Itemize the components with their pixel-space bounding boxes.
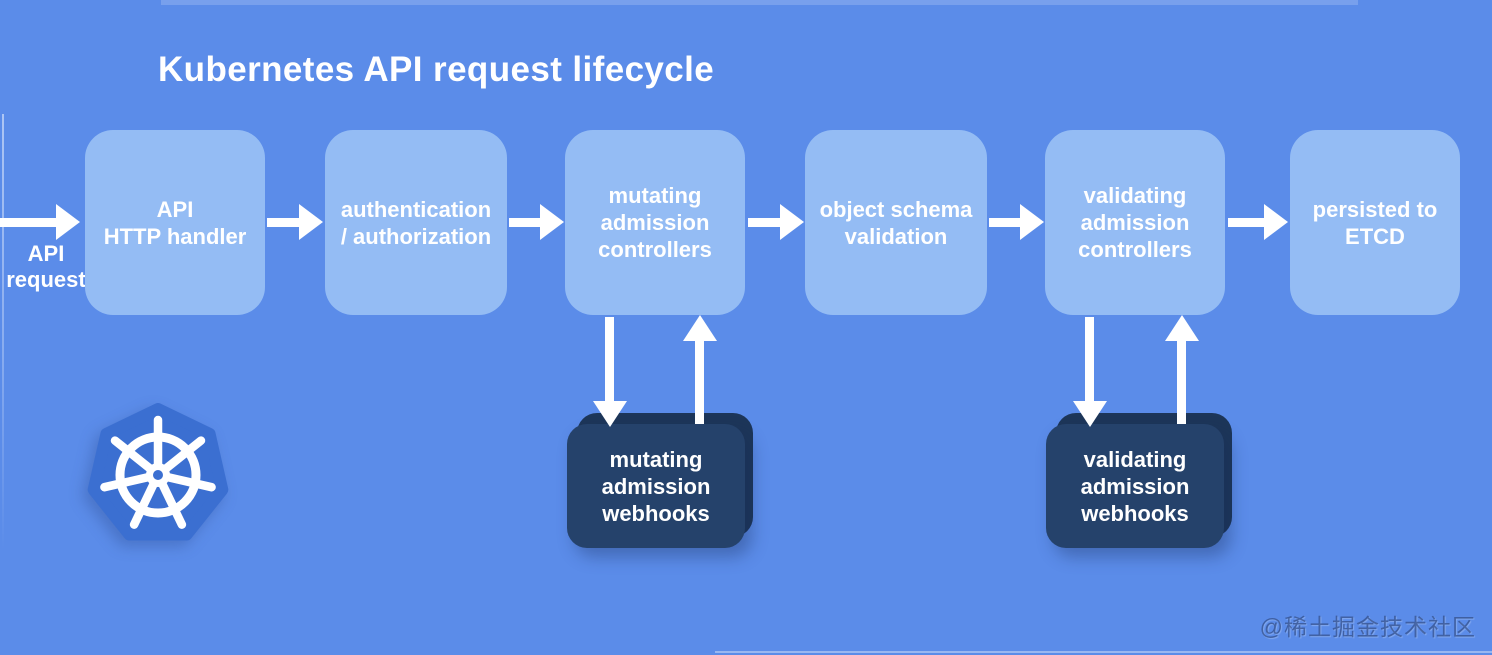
arrow-head bbox=[299, 204, 323, 240]
flow-arrow-5 bbox=[1228, 204, 1288, 240]
step-box-object-schema-validation: object schema validation bbox=[805, 130, 987, 315]
arrow-shaft bbox=[1085, 317, 1094, 402]
arrow-shaft bbox=[748, 218, 782, 227]
kubernetes-logo-icon bbox=[80, 397, 236, 553]
arrow-head bbox=[56, 204, 80, 240]
webhook-card-label: validating admission webhooks bbox=[1080, 446, 1190, 526]
up-arrow-mutating bbox=[683, 315, 717, 424]
webhook-card-mutating: mutating admission webhooks bbox=[567, 413, 755, 549]
arrow-head bbox=[1020, 204, 1044, 240]
step-box-label: validating admission controllers bbox=[1078, 183, 1192, 262]
webhook-card-label: mutating admission webhooks bbox=[601, 446, 711, 526]
step-box-api-http-handler: API HTTP handler bbox=[85, 130, 265, 315]
down-arrow-mutating bbox=[593, 317, 627, 427]
up-arrow-validating bbox=[1165, 315, 1199, 424]
page-title: Kubernetes API request lifecycle bbox=[158, 50, 715, 89]
arrow-shaft bbox=[267, 218, 301, 227]
flow-arrow-1 bbox=[267, 204, 323, 240]
step-box-label: persisted to ETCD bbox=[1312, 196, 1438, 249]
arrow-shaft bbox=[605, 317, 614, 402]
arrow-head bbox=[1073, 401, 1107, 427]
arrow-shaft bbox=[0, 218, 58, 227]
webhook-card-front: validating admission webhooks bbox=[1046, 424, 1224, 548]
step-box-label: API HTTP handler bbox=[103, 196, 247, 249]
arrow-shaft bbox=[1177, 340, 1186, 424]
step-box-authentication-authorization: authentication / authorization bbox=[325, 130, 507, 315]
arrow-head bbox=[780, 204, 804, 240]
arrow-head bbox=[683, 315, 717, 341]
flow-arrow-4 bbox=[989, 204, 1044, 240]
entry-arrow bbox=[0, 204, 80, 240]
arrow-head bbox=[1165, 315, 1199, 341]
arrow-shaft bbox=[1228, 218, 1266, 227]
flow-arrow-2 bbox=[509, 204, 564, 240]
top-edge-highlight bbox=[161, 0, 1358, 5]
step-box-mutating-admission-controllers: mutating admission controllers bbox=[565, 130, 745, 315]
bottom-edge-highlight bbox=[715, 651, 1492, 653]
step-box-persisted-to-etcd: persisted to ETCD bbox=[1290, 130, 1460, 315]
flow-arrow-3 bbox=[748, 204, 804, 240]
step-box-label: mutating admission controllers bbox=[598, 183, 712, 262]
arrow-head bbox=[593, 401, 627, 427]
arrow-shaft bbox=[695, 340, 704, 424]
arrow-head bbox=[540, 204, 564, 240]
arrow-shaft bbox=[989, 218, 1022, 227]
step-box-label: object schema validation bbox=[819, 196, 973, 249]
step-box-label: authentication / authorization bbox=[340, 196, 492, 249]
step-box-validating-admission-controllers: validating admission controllers bbox=[1045, 130, 1225, 315]
webhook-card-validating: validating admission webhooks bbox=[1046, 413, 1234, 549]
webhook-card-front: mutating admission webhooks bbox=[567, 424, 745, 548]
arrow-head bbox=[1264, 204, 1288, 240]
arrow-shaft bbox=[509, 218, 542, 227]
down-arrow-validating bbox=[1073, 317, 1107, 427]
watermark: @稀土掘金技术社区 bbox=[1259, 614, 1476, 640]
left-edge-line bbox=[2, 114, 4, 550]
api-request-label: API request bbox=[6, 241, 86, 292]
